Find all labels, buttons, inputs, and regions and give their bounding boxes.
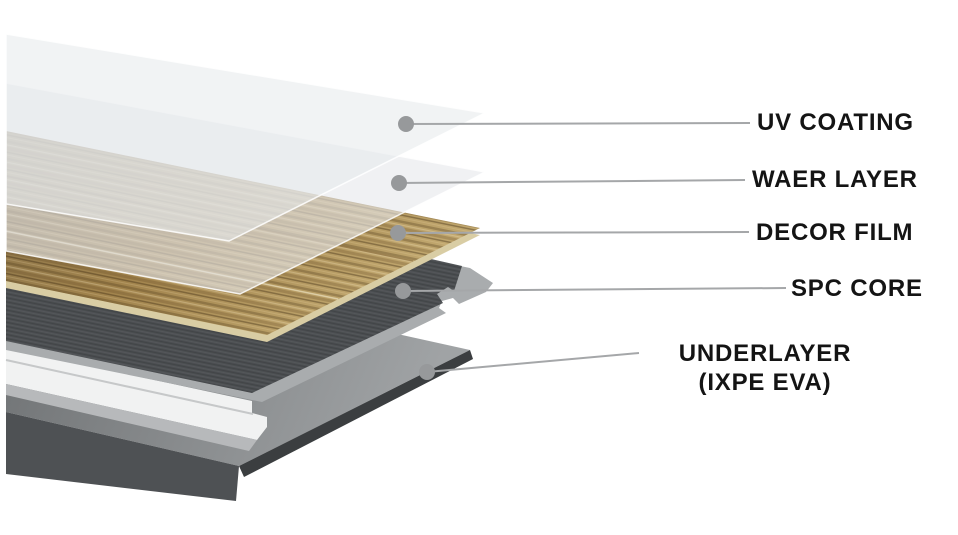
label-decor-film: DECOR FILM — [756, 219, 914, 246]
locking-strip-groove — [5, 359, 254, 415]
underlayer-right-side-face — [239, 350, 473, 477]
callout-dot-decor — [390, 225, 406, 241]
uv-coating-sheet — [5, 33, 488, 242]
locking-strip — [6, 348, 267, 440]
callout-dot-spc — [395, 283, 411, 299]
callout-dot-underlayer — [419, 364, 435, 380]
callout-line-wear — [398, 179, 746, 184]
label-spc-core: SPC CORE — [791, 275, 923, 302]
callout-line-spc — [402, 287, 787, 292]
callout-line-underlayer — [426, 352, 640, 373]
locking-strip-shadow — [6, 384, 257, 451]
underlayer-front-face — [6, 412, 239, 501]
label-underlayer-line1: UNDERLAYER — [678, 340, 852, 367]
label-uv-coating: UV COATING — [757, 109, 914, 136]
callout-line-decor — [397, 231, 750, 234]
label-underlayer: UNDERLAYER (IXPE EVA) — [640, 339, 890, 397]
callout-dot-uv — [398, 116, 414, 132]
label-wear-layer: WAER LAYER — [752, 166, 918, 193]
callout-dot-wear — [391, 175, 407, 191]
label-underlayer-line2: (IXPE EVA) — [698, 369, 832, 396]
callout-line-uv — [405, 122, 751, 125]
